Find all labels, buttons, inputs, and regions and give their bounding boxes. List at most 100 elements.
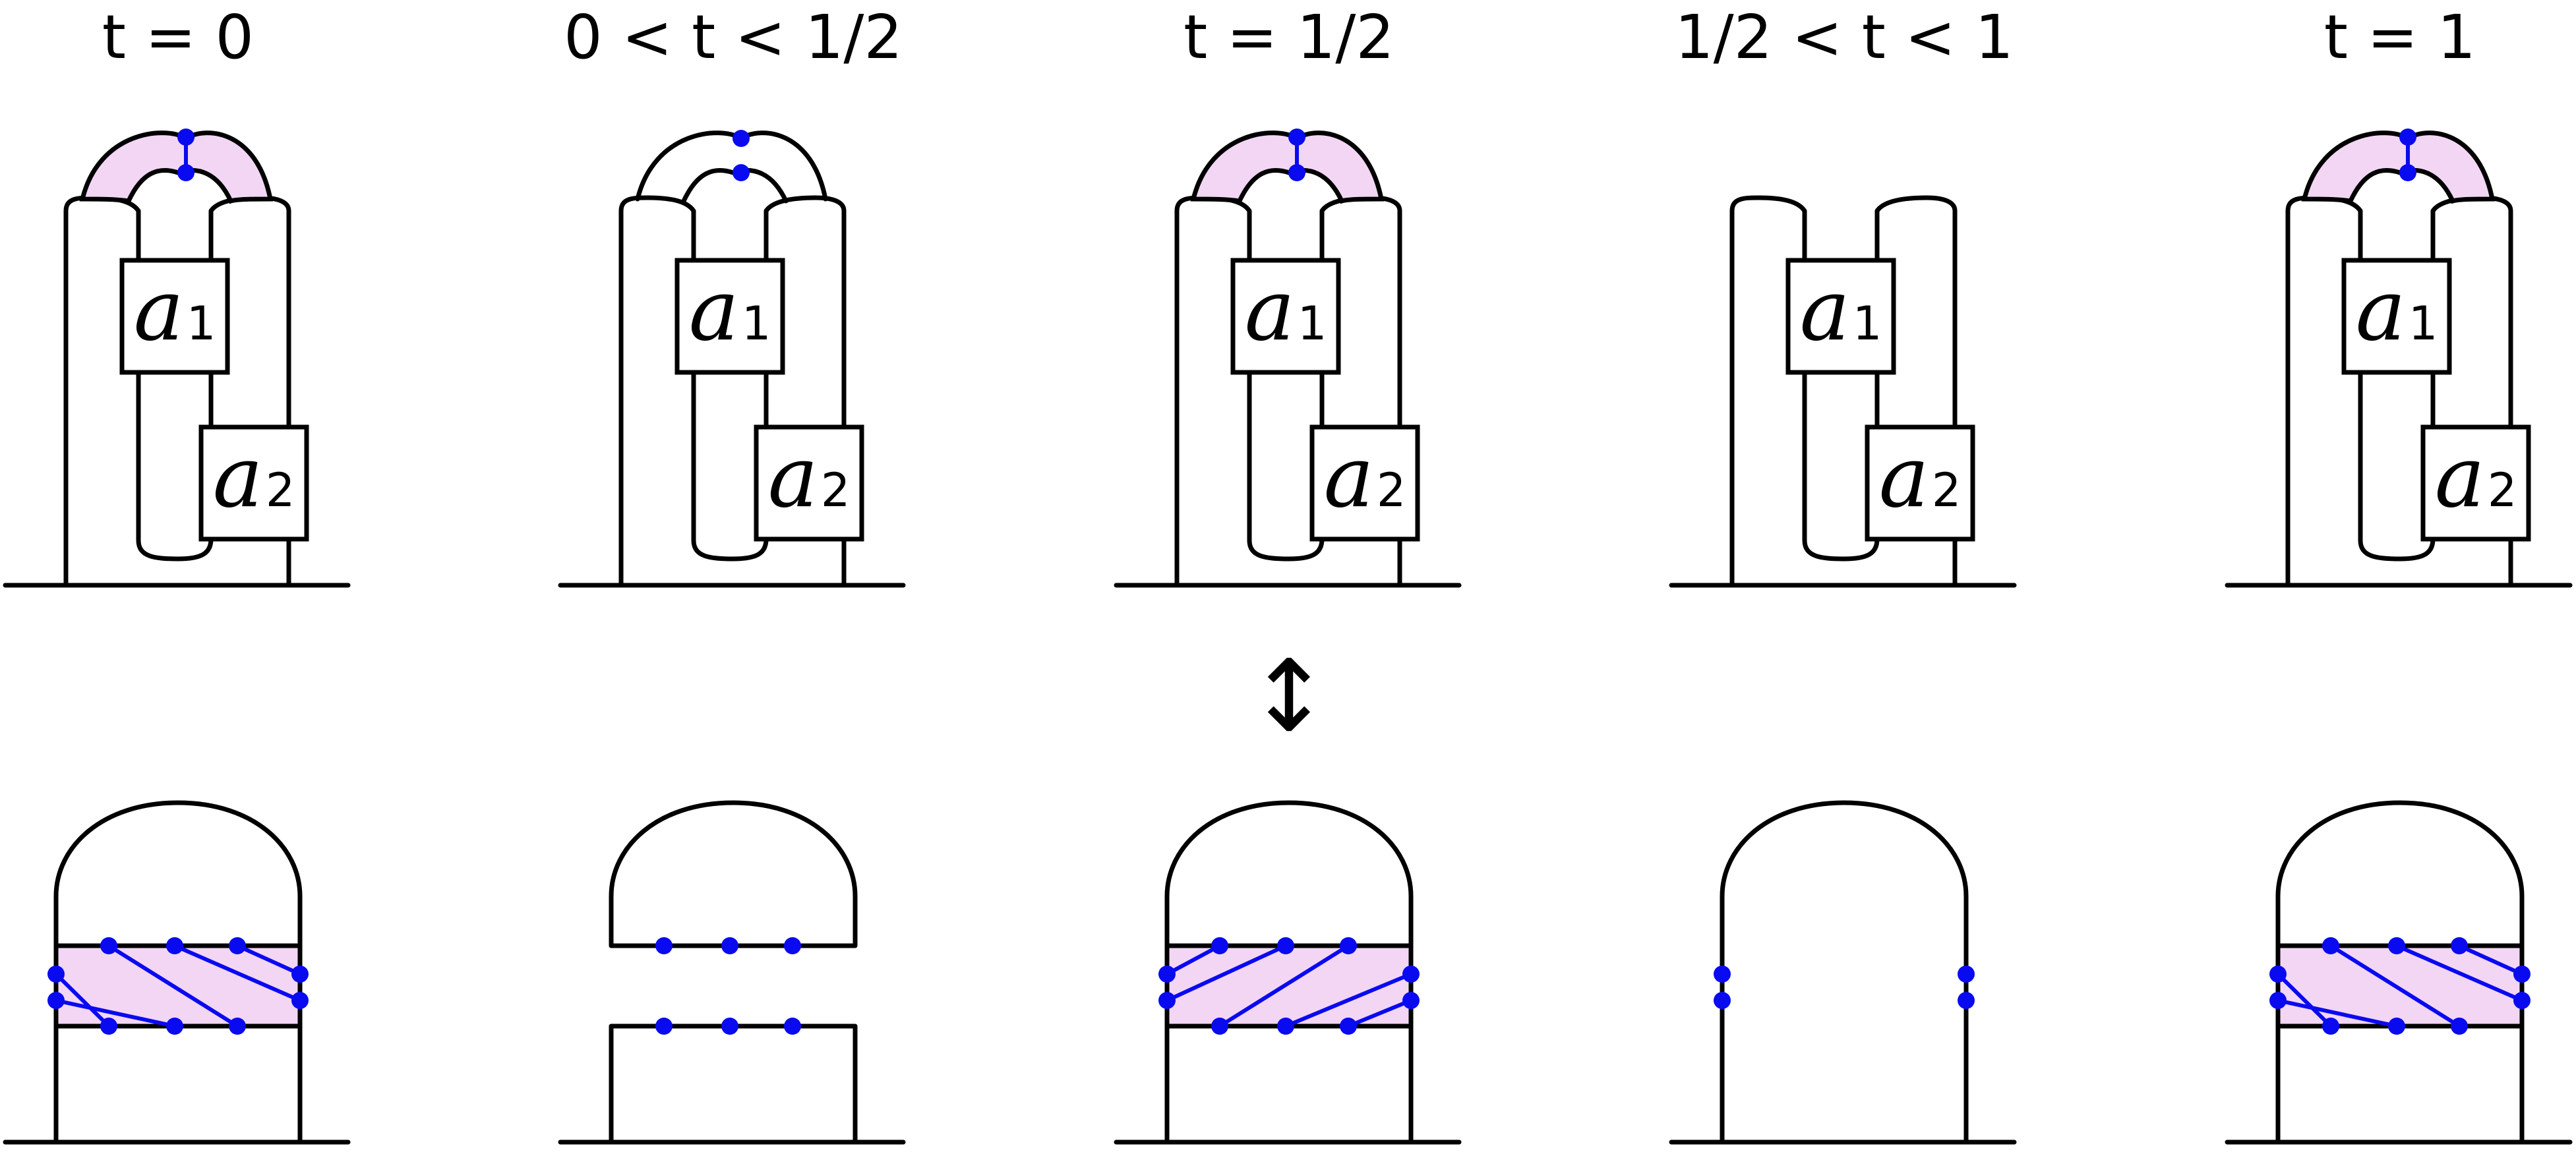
box-a2-label: a2: [1879, 428, 1962, 527]
strand-2: [1165, 944, 1288, 1002]
boundary-point-3: [1402, 966, 1420, 983]
box-a2-label-sub: 2: [2488, 463, 2517, 517]
boundary-point-6: [2388, 937, 2405, 954]
boundary-point-1: [2269, 966, 2287, 983]
boundary-point-5: [2322, 937, 2339, 954]
boundary-point-1: [1158, 966, 1176, 983]
right-column: [1874, 195, 1958, 588]
side-point-4: [1958, 992, 1975, 1009]
box-a2: [1865, 424, 1975, 542]
box-a1: [674, 258, 785, 375]
inner-strand: [136, 370, 214, 562]
box-a1-label-base: a: [1245, 262, 1295, 360]
boundary-point-8: [2322, 1018, 2339, 1035]
box-a2-label-base: a: [2435, 428, 2485, 527]
inner-strand: [1247, 370, 1325, 562]
cut-point-4: [655, 1018, 673, 1035]
boundary-point-5: [100, 937, 117, 954]
strand-3: [1218, 944, 1350, 1028]
cut-point-3: [784, 937, 801, 954]
handle-band: [2301, 130, 2496, 204]
split-point-bottom: [733, 164, 750, 181]
boundary-point-10: [2451, 1018, 2468, 1035]
left-column: [1174, 195, 1252, 588]
boundary-point-9: [1277, 1018, 1294, 1035]
box-a1-label-sub: 1: [2409, 297, 2438, 351]
boundary-point-8: [100, 1018, 117, 1035]
box-a1-label-sub: 1: [187, 297, 216, 351]
boundary-point-4: [1402, 992, 1420, 1009]
boundary-point-3: [291, 966, 309, 983]
box-a2: [2420, 424, 2531, 542]
upper-cap: [609, 800, 858, 948]
boundary-point-2: [47, 992, 65, 1009]
box-a1-label-sub: 1: [1853, 297, 1882, 351]
split-point-top: [733, 130, 750, 147]
outer-arc: [635, 130, 828, 202]
box-a2: [754, 424, 864, 542]
box-a1: [119, 258, 230, 375]
side-point-1: [1714, 966, 1731, 983]
strand-4: [2457, 944, 2524, 976]
box-a1-label: a1: [1800, 262, 1882, 360]
box-a1-label-base: a: [1800, 262, 1850, 360]
box-a2-label-base: a: [1324, 428, 1374, 527]
strand-1: [54, 972, 111, 1028]
cut-point-1: [655, 937, 673, 954]
box-a2-label: a2: [213, 428, 295, 527]
boundary-point-5: [1211, 937, 1228, 954]
boundary-point-6: [166, 937, 183, 954]
box-a2-label-sub: 2: [1377, 463, 1406, 517]
box-a2-label-sub: 2: [821, 463, 851, 517]
strand-2: [107, 944, 239, 1028]
left-column: [2285, 195, 2363, 588]
box-a1-label: a1: [689, 262, 771, 360]
frame-title-5: t = 1: [2324, 2, 2476, 72]
left-column: [618, 195, 696, 588]
box-a1: [2341, 258, 2452, 375]
strand-5: [54, 998, 177, 1028]
boundary-point-6: [1277, 937, 1294, 954]
box-a2-label: a2: [2435, 428, 2517, 527]
boundary-point-10: [229, 1018, 246, 1035]
boundary-point-9: [166, 1018, 183, 1035]
bottom-panel-4: [1669, 800, 2017, 1145]
strand-1: [2276, 972, 2333, 1028]
boundary-point-7: [2451, 937, 2468, 954]
box-a2-label-sub: 2: [266, 463, 295, 517]
inner-strand: [691, 370, 769, 562]
bottom-panel-3: [1114, 800, 1462, 1145]
top-panel-5: a 1 a2: [2225, 129, 2573, 588]
equivalence-arrow: ↕: [1247, 639, 1331, 754]
box-a1-label-base: a: [689, 262, 739, 360]
frame-title-2: 0 < t < 1/2: [564, 2, 903, 72]
strand-2: [2329, 944, 2461, 1028]
box-a2-label-base: a: [1879, 428, 1929, 527]
frame-title-3: t = 1/2: [1183, 2, 1394, 72]
box-a2: [198, 424, 309, 542]
bottom-panel-5: [2225, 800, 2573, 1145]
right-column: [764, 195, 847, 588]
cylinder-outline: [1720, 800, 1969, 1145]
box-a2-label: a2: [1324, 428, 1406, 527]
side-point-2: [1714, 992, 1731, 1009]
handle-band: [79, 130, 274, 204]
box-a1-label-sub: 1: [1298, 297, 1327, 351]
boundary-point-1: [47, 966, 65, 983]
boundary-point-10: [1340, 1018, 1357, 1035]
side-point-3: [1958, 966, 1975, 983]
strand-3: [2395, 944, 2524, 1002]
handle-point-top: [1288, 129, 1305, 146]
box-a2-label-sub: 2: [1932, 463, 1962, 517]
left-column: [1729, 195, 1807, 588]
boundary-point-9: [2388, 1018, 2405, 1035]
bottom-panel-1: [3, 800, 351, 1145]
handle-point-bottom: [1288, 164, 1305, 181]
box-a1-label-sub: 1: [742, 297, 771, 351]
inner-strand: [2358, 370, 2436, 562]
box-a1: [1785, 258, 1896, 375]
